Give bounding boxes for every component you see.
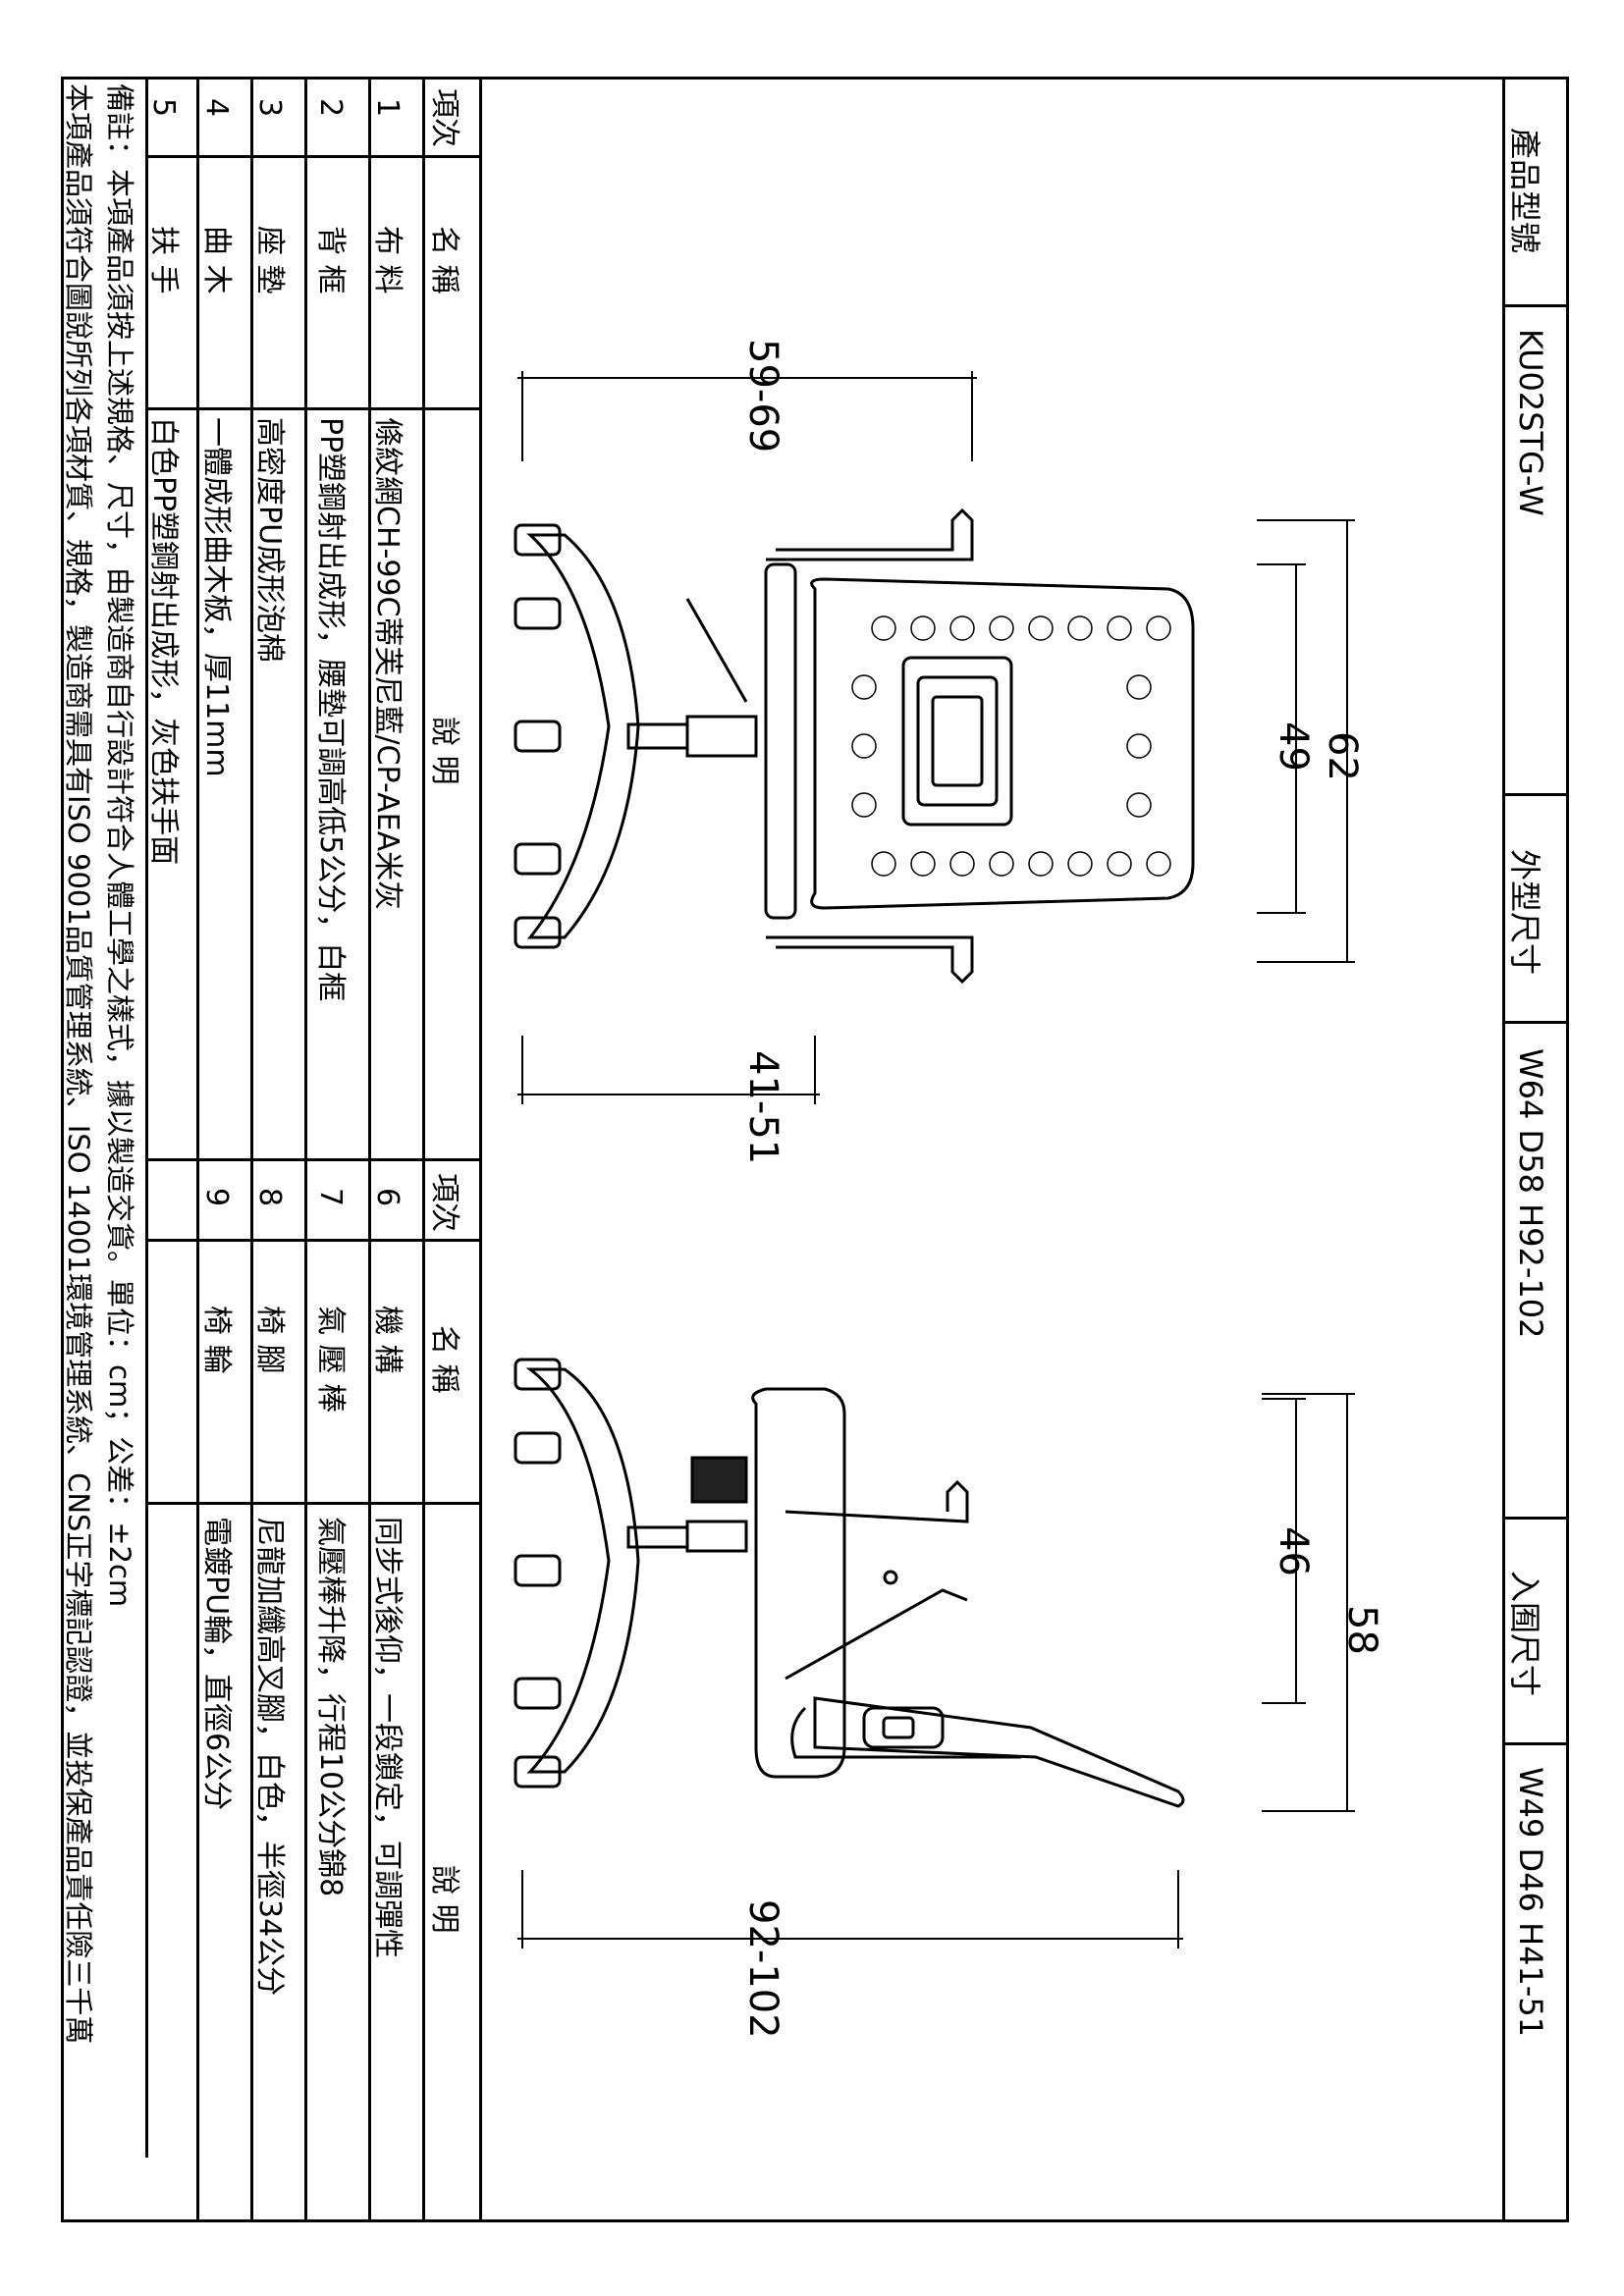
header-sep-2 <box>1505 793 1566 796</box>
col-sep-mid <box>145 1158 482 1161</box>
table-line-notes <box>145 77 148 2158</box>
header-divider <box>1502 77 1505 2219</box>
table-line-row5 <box>196 77 199 2219</box>
col-sep-no-right <box>145 1239 482 1242</box>
header-sep-1 <box>1505 304 1566 307</box>
col-sep-no-left <box>145 155 482 158</box>
header-sep-4 <box>1505 1517 1566 1520</box>
header-sep-5 <box>1505 1742 1566 1745</box>
page-frame <box>61 77 1569 2222</box>
table-line-header <box>479 77 482 2219</box>
table-line-row1 <box>422 77 425 2219</box>
table-line-row2 <box>368 77 371 2219</box>
col-sep-name-left <box>145 407 482 410</box>
col-sep-name-right <box>145 1502 482 1505</box>
table-line-row4 <box>250 77 253 2219</box>
header-sep-3 <box>1505 1021 1566 1024</box>
table-line-row3 <box>304 77 307 2219</box>
